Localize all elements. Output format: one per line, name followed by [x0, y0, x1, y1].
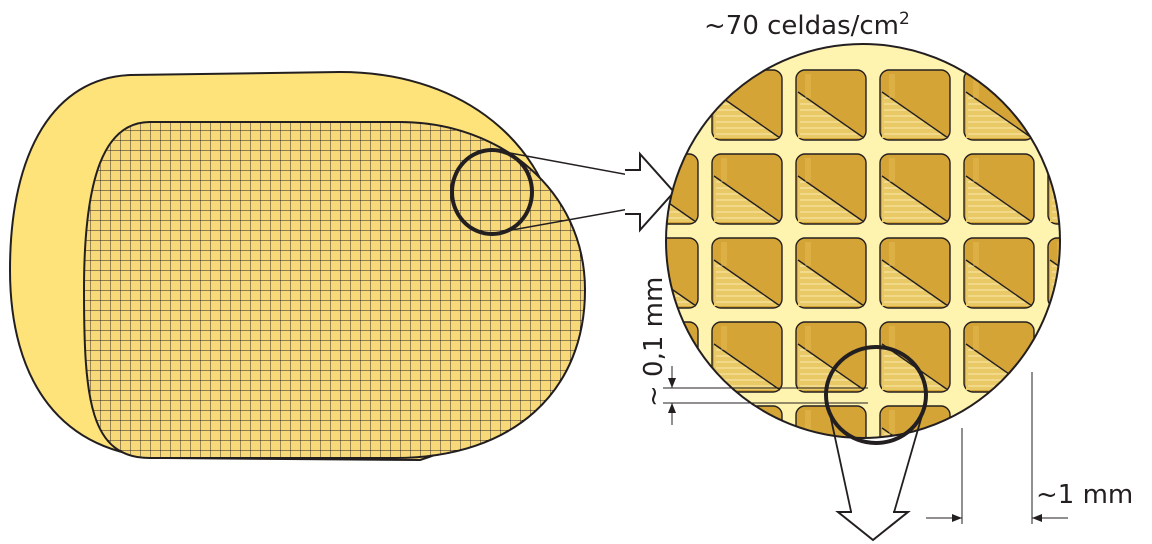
- cell-2-5: [1047, 237, 1060, 309]
- cell-pitch-dimension: [926, 372, 1068, 524]
- cell-2-4: [963, 237, 1035, 309]
- cell-0-5: [1047, 69, 1060, 141]
- cell-4-5: [1047, 405, 1060, 438]
- magnifier-circle-small: [450, 148, 534, 236]
- monolith-face: [82, 121, 587, 459]
- cell-0-0: [666, 69, 699, 141]
- cell-2-1: [711, 237, 783, 309]
- magnifier-circle-large: [824, 345, 928, 445]
- hollow-arrow-down-icon: [827, 404, 926, 542]
- cell-density-label: ~70 celdas/cm2: [704, 9, 910, 41]
- cell-1-2: [795, 153, 867, 225]
- cell-0-2: [795, 69, 867, 141]
- cell-4-0: [666, 405, 699, 438]
- wall-thickness-dimension: [663, 366, 868, 425]
- cell-0-3: [879, 69, 951, 141]
- cell-2-2: [795, 237, 867, 309]
- wall-thickness-label: ~ 0,1 mm: [639, 277, 669, 407]
- zoom-connector-bottom: [511, 206, 641, 231]
- cell-1-1: [711, 153, 783, 225]
- cell-1-4: [963, 153, 1035, 225]
- cell-3-5: [1047, 321, 1060, 393]
- zoomed-cells: [665, 43, 1061, 439]
- cell-3-4: [963, 321, 1035, 393]
- cell-1-3: [879, 153, 951, 225]
- zoom-connector-top: [509, 152, 641, 178]
- cell-3-1: [711, 321, 783, 393]
- cell-2-3: [879, 237, 951, 309]
- cell-0-1: [711, 69, 783, 141]
- cell-pitch-label: ~1 mm: [1036, 480, 1133, 510]
- cell-3-2: [795, 321, 867, 393]
- cell-3-3: [879, 321, 951, 393]
- cell-4-4: [963, 405, 1035, 438]
- cell-0-4: [963, 69, 1035, 141]
